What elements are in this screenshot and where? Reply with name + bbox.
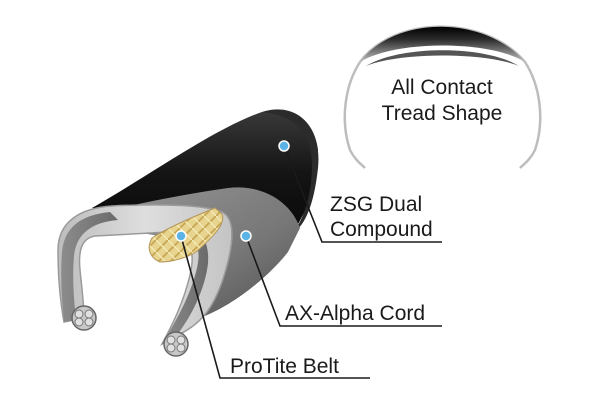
marker-protite-dot [176,231,186,241]
tread-shape-label-line2: Tread Shape [382,102,503,125]
marker-ax-alpha-dot [241,231,251,241]
zsg-label-line1: ZSG Dual [330,193,422,216]
zsg-label-line2: Compound [330,218,433,241]
protite-label: ProTite Belt [230,355,339,378]
bead-right [164,332,188,356]
ax-alpha-label: AX-Alpha Cord [285,302,425,325]
tread-shape-label-line1: All Contact [391,76,493,99]
marker-zsg-dot [279,141,289,151]
bead-left [72,306,96,330]
